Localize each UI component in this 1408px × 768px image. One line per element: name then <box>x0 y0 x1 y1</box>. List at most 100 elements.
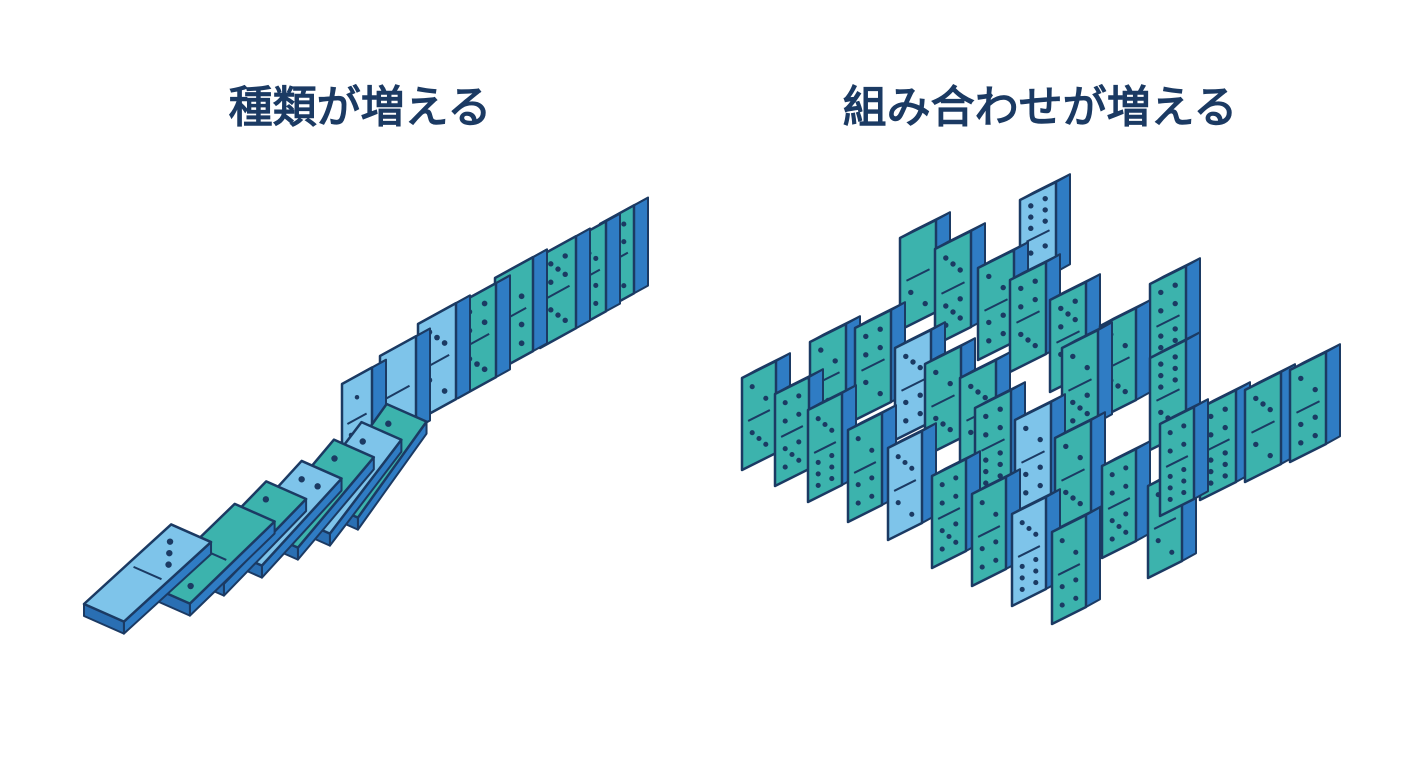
domino-pip <box>1298 375 1304 382</box>
domino-pip <box>939 528 945 534</box>
domino-pip <box>548 307 554 313</box>
domino-pip <box>1000 284 1006 291</box>
domino-pip <box>1158 372 1164 379</box>
domino-pip <box>548 261 554 267</box>
domino-pip <box>1253 441 1259 448</box>
domino-pip <box>782 446 788 452</box>
domino-pip <box>1158 409 1164 416</box>
domino <box>1243 363 1296 484</box>
domino-pip <box>593 300 599 306</box>
domino-pip <box>1123 529 1129 535</box>
domino-pip <box>518 321 525 328</box>
domino-pip <box>481 366 488 373</box>
domino-divider <box>1206 438 1230 452</box>
domino-pip <box>983 468 989 475</box>
domino-pip <box>1208 432 1214 438</box>
domino-pip <box>1267 406 1273 413</box>
domino-pip <box>1037 482 1043 489</box>
domino-pip <box>829 427 835 433</box>
domino-pip <box>815 471 821 477</box>
domino-pip <box>298 476 305 483</box>
domino-pip <box>822 421 828 428</box>
domino-pip <box>986 319 992 326</box>
domino-divider <box>385 384 411 400</box>
domino-side <box>575 227 591 330</box>
domino-pip <box>562 271 568 278</box>
falling-domino-chain <box>82 196 649 635</box>
domino-pip <box>815 459 821 465</box>
right-panel-title: 組み合わせが増える <box>842 82 1238 133</box>
domino-divider <box>941 281 965 295</box>
domino-pip <box>943 303 949 309</box>
domino-pip <box>621 221 627 227</box>
domino-divider <box>1165 455 1189 468</box>
domino-pip <box>1000 312 1006 318</box>
domino-divider <box>977 525 1001 538</box>
domino-pip <box>782 418 788 424</box>
domino-pip <box>979 500 985 506</box>
domino-side <box>495 274 511 379</box>
domino-pip <box>1122 342 1128 349</box>
domino-pip <box>1253 395 1259 402</box>
domino-pip <box>983 432 989 438</box>
domino-side <box>532 248 548 353</box>
domino-divider <box>1107 497 1131 510</box>
domino-pip <box>1172 300 1178 307</box>
domino-pip <box>1158 361 1164 367</box>
domino-pip <box>782 464 788 470</box>
domino-pip <box>1115 383 1121 389</box>
domino-pip <box>1109 536 1115 542</box>
domino <box>1158 398 1209 518</box>
domino-pip <box>1019 575 1025 581</box>
domino-pip <box>1033 568 1039 574</box>
domino-pip <box>1065 311 1071 317</box>
domino-pip <box>1167 485 1173 491</box>
domino-pip <box>877 344 883 351</box>
domino-pip <box>518 293 525 300</box>
domino-pip <box>1084 364 1090 371</box>
domino-side <box>455 294 471 401</box>
domino-divider <box>747 409 771 422</box>
domino-pip <box>314 483 321 490</box>
domino-pip <box>943 255 949 261</box>
domino-pip <box>1208 413 1214 420</box>
domino-pip <box>922 300 928 307</box>
domino-pip <box>953 539 959 545</box>
domino-pip <box>562 253 568 259</box>
domino-pip <box>917 364 923 371</box>
domino-pip <box>1028 250 1034 256</box>
domino <box>1100 440 1151 560</box>
domino-pip <box>1042 218 1048 224</box>
domino-divider <box>1016 310 1040 324</box>
domino-divider <box>981 438 1005 452</box>
domino-divider <box>901 378 925 392</box>
domino-pip <box>1155 538 1161 544</box>
domino-divider <box>906 268 930 282</box>
domino-pip <box>1019 586 1025 592</box>
domino-pip <box>863 379 869 386</box>
domino-pip <box>474 361 480 367</box>
domino <box>970 468 1021 588</box>
domino-pip <box>829 476 835 482</box>
domino-pip <box>863 352 869 358</box>
domino-pip <box>796 411 802 417</box>
domino-pip <box>1169 549 1175 555</box>
domino-pip <box>1084 410 1090 417</box>
domino-pip <box>518 340 525 347</box>
domino-pip <box>1109 472 1115 478</box>
domino-pip <box>1267 452 1273 459</box>
domino-pip <box>832 358 838 364</box>
domino-pip <box>1167 430 1173 436</box>
domino-divider <box>853 461 877 474</box>
domino-pip <box>1158 384 1164 390</box>
domino-pip <box>1019 520 1025 526</box>
domino-side <box>605 212 621 313</box>
domino-pip <box>1222 406 1228 412</box>
domino-pip <box>909 465 915 471</box>
domino-pip <box>1222 473 1228 479</box>
domino-side <box>633 196 649 295</box>
domino-pip <box>621 283 627 289</box>
domino <box>1060 321 1113 442</box>
domino-pip <box>1181 441 1187 447</box>
domino-pip <box>815 482 821 488</box>
